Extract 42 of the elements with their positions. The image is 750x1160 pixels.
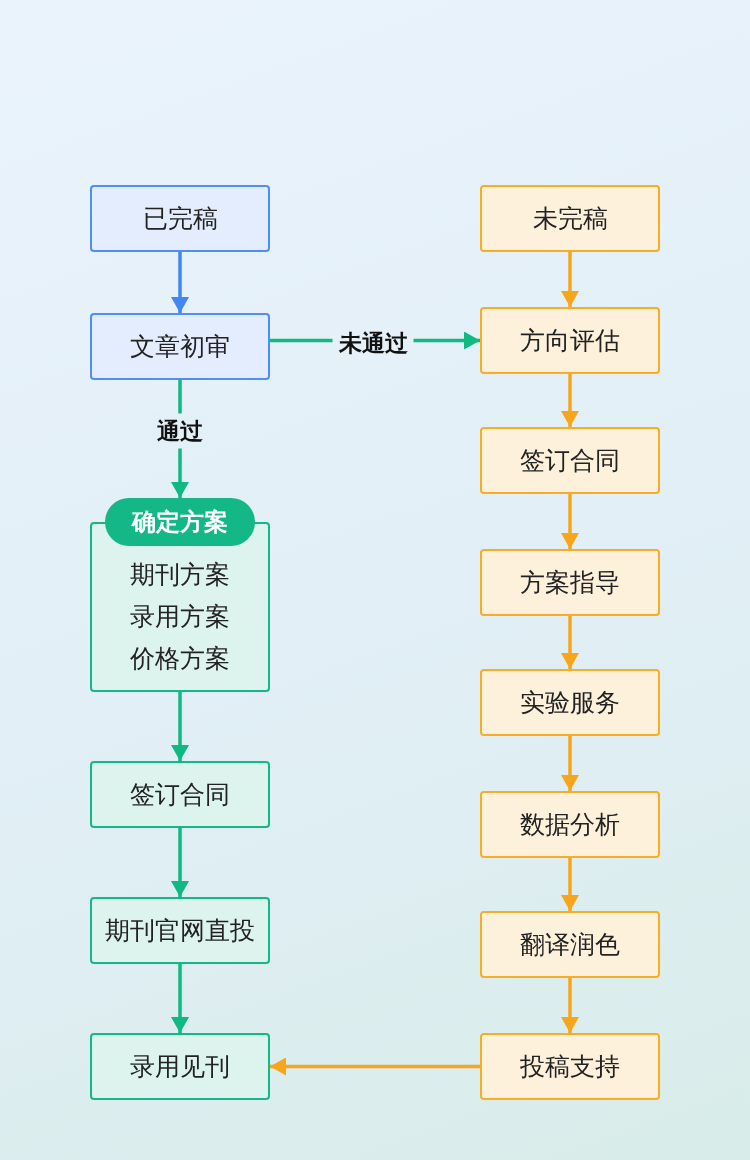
box-text: 方案指导 bbox=[520, 567, 620, 599]
arrow bbox=[561, 978, 579, 1033]
process-box bbox=[90, 185, 270, 252]
arrow bbox=[171, 828, 189, 897]
process-box bbox=[90, 897, 270, 964]
box-text: 已完稿 bbox=[142, 203, 218, 235]
box-text: 录用见刊 bbox=[130, 1051, 230, 1083]
process-box bbox=[480, 307, 660, 374]
box-text: 实验服务 bbox=[520, 687, 620, 719]
box-text: 签订合同 bbox=[130, 779, 230, 811]
process-box bbox=[480, 427, 660, 494]
arrow bbox=[561, 374, 579, 427]
box-text: 方向评估 bbox=[520, 325, 620, 357]
box-text: 数据分析 bbox=[520, 809, 620, 841]
box-text: 文章初审 bbox=[130, 331, 230, 363]
arrow bbox=[561, 858, 579, 911]
process-box bbox=[480, 791, 660, 858]
process-box bbox=[480, 1033, 660, 1100]
process-box bbox=[90, 313, 270, 380]
box-text: 未完稿 bbox=[532, 203, 608, 235]
process-box bbox=[480, 185, 660, 252]
box-text: 投稿支持 bbox=[520, 1051, 620, 1083]
arrow bbox=[561, 736, 579, 791]
process-box bbox=[480, 549, 660, 616]
arrow bbox=[171, 964, 189, 1033]
arrow bbox=[561, 616, 579, 669]
arrow bbox=[270, 1057, 480, 1076]
heading-pill: 确定方案 bbox=[105, 498, 255, 546]
arrow bbox=[561, 252, 579, 307]
process-box bbox=[480, 911, 660, 978]
box-text: 签订合同 bbox=[520, 445, 620, 477]
process-box bbox=[480, 669, 660, 736]
box-text: 录用方案 bbox=[129, 601, 231, 633]
process-box bbox=[90, 761, 270, 828]
box-text: 期刊官网直投 bbox=[105, 915, 255, 947]
box-text: 价格方案 bbox=[129, 643, 231, 675]
box-text: 期刊方案 bbox=[129, 559, 231, 591]
box-text: 翻译润色 bbox=[520, 929, 620, 961]
arrow bbox=[561, 494, 579, 549]
process-box bbox=[90, 1033, 270, 1100]
arrow bbox=[171, 692, 189, 761]
arrow bbox=[171, 252, 189, 313]
